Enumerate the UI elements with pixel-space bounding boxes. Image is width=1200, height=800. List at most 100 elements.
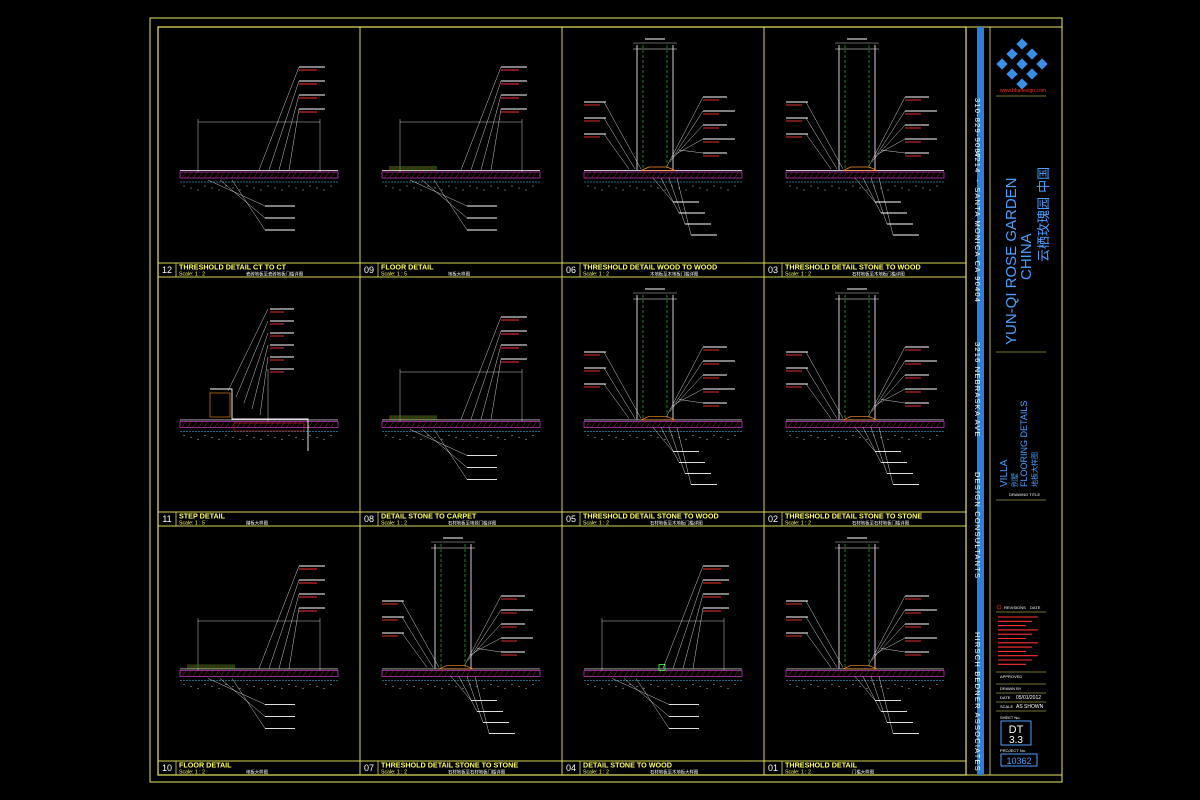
- detail-title-cn: 石材地板至木地板大样图: [650, 769, 699, 776]
- drawing-line: [842, 171, 848, 179]
- drawing-line: [411, 421, 416, 428]
- drawing-line: [247, 171, 253, 179]
- concrete-dot: [288, 683, 290, 685]
- drawing-line: [330, 421, 335, 428]
- concrete-dot: [894, 683, 896, 685]
- concrete-dot: [204, 434, 206, 436]
- concrete-dot: [392, 436, 394, 438]
- drawing-line: [652, 177, 674, 203]
- drawing-line: [401, 616, 434, 668]
- drawing-line: [629, 171, 635, 179]
- detail-number: 05: [566, 514, 576, 524]
- drawing-line: [510, 171, 515, 179]
- detail-title-cn: 石材地板至石材地板门槛详图: [852, 520, 910, 527]
- concrete-dot: [824, 438, 826, 440]
- drawing-line: [231, 678, 266, 729]
- concrete-dot: [406, 434, 408, 436]
- drawing-line: [269, 171, 275, 179]
- drawing-line: [236, 171, 242, 179]
- drawing-line: [875, 421, 881, 428]
- sheet-no-box: [1000, 720, 1032, 746]
- drawing-line: [209, 670, 214, 677]
- concrete-dot: [281, 687, 283, 689]
- drawing-line: [400, 421, 405, 428]
- concrete-dot: [859, 436, 861, 438]
- drawing-line: [297, 670, 302, 677]
- drawing-line: [870, 427, 888, 474]
- concrete-dot: [636, 187, 638, 189]
- drawing-line: [466, 676, 484, 723]
- drawing-line: [258, 421, 264, 428]
- drawing-line: [673, 421, 679, 428]
- concrete-dot: [796, 685, 798, 687]
- drawing-line: [532, 171, 537, 179]
- drawing-line: [400, 171, 405, 179]
- concrete-dot: [734, 434, 736, 436]
- drawing-line: [460, 421, 466, 428]
- drawing-line: [603, 383, 630, 419]
- drawing-line: [405, 421, 411, 428]
- drawing-line: [853, 171, 859, 179]
- concrete-dot: [587, 434, 589, 436]
- drawing-line: [668, 171, 673, 179]
- drawing-line: [930, 171, 936, 179]
- detail-title: DETAIL STONE TO WOOD: [583, 761, 672, 770]
- concrete-dot: [852, 185, 854, 187]
- drawing-line: [842, 670, 848, 677]
- drawing-line: [613, 670, 618, 677]
- sheet-no: DT: [1009, 724, 1024, 736]
- concrete-dot: [887, 687, 889, 689]
- concrete-dot: [274, 436, 276, 438]
- floor-slab: [583, 421, 743, 428]
- concrete-dot: [455, 187, 457, 189]
- concrete-dot: [483, 189, 485, 191]
- concrete-dot: [420, 189, 422, 191]
- drawing-line: [401, 600, 440, 668]
- detail-title: DETAIL STONE TO CARPET: [381, 512, 477, 521]
- drawing-line: [460, 66, 502, 171]
- drawing-line: [672, 374, 704, 408]
- drawing-line: [854, 177, 876, 203]
- concrete-dot: [629, 185, 631, 187]
- drawing-line: [225, 670, 231, 677]
- concrete-dot: [929, 438, 931, 440]
- drawing-line: [477, 670, 482, 677]
- drawing-line: [480, 344, 502, 420]
- concrete-dot: [796, 187, 798, 189]
- concrete-dot: [385, 683, 387, 685]
- drawing-line: [919, 171, 925, 179]
- drawing-line: [438, 670, 444, 677]
- concrete-dot: [295, 685, 297, 687]
- drawing-line: [815, 670, 820, 677]
- concrete-dot: [316, 436, 318, 438]
- drawing-line: [433, 179, 468, 231]
- drawing-line: [809, 421, 815, 428]
- drawing-line: [585, 670, 591, 677]
- drawing-line: [805, 133, 832, 170]
- concrete-dot: [664, 189, 666, 191]
- concrete-dot: [845, 687, 847, 689]
- concrete-dot: [406, 683, 408, 685]
- villa-label: VILLA: [999, 459, 1010, 487]
- drawing-line: [831, 670, 837, 677]
- concrete-dot: [190, 685, 192, 687]
- drawing-line: [458, 676, 478, 712]
- drawing-line: [324, 171, 330, 179]
- concrete-dot: [385, 185, 387, 187]
- drawing-line: [499, 670, 504, 677]
- detail-title: THRESHOLD DETAIL WOOD TO WOOD: [583, 263, 717, 272]
- concrete-dot: [915, 683, 917, 685]
- drawing-line: [389, 171, 394, 179]
- drawing-line: [809, 670, 815, 677]
- drawing-line: [470, 623, 502, 657]
- concrete-dot: [622, 189, 624, 191]
- detail-number: 11: [162, 514, 171, 524]
- concrete-dot: [664, 438, 666, 440]
- concrete-dot: [232, 685, 234, 687]
- drawing-line: [871, 110, 906, 163]
- threshold-piece: [640, 166, 676, 171]
- concrete-dot: [845, 438, 847, 440]
- concrete-dot: [936, 434, 938, 436]
- detail-title: STEP DETAIL: [179, 512, 226, 521]
